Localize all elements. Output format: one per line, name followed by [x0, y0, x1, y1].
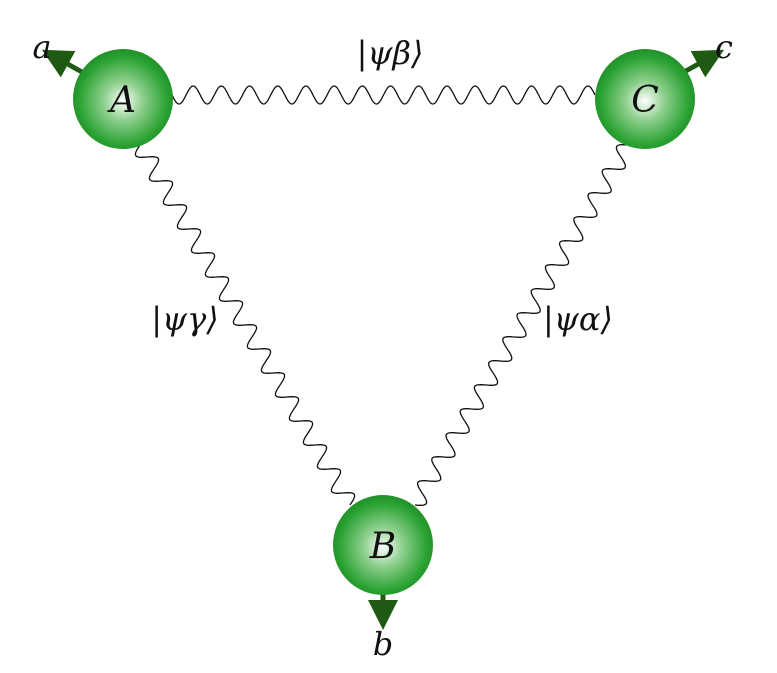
state-beta-label: |ψβ⟩: [357, 34, 424, 72]
node-b-label: B: [369, 526, 396, 567]
node-c-label: C: [631, 80, 659, 121]
wave-beta: [171, 85, 596, 105]
output-c-label: c: [715, 28, 733, 66]
node-a: [73, 49, 173, 149]
output-a-label: a: [32, 28, 51, 66]
node-a-label: A: [107, 80, 136, 121]
output-b-label: b: [373, 625, 393, 663]
output-arrow-c: [682, 49, 725, 78]
output-arrow-a: [41, 49, 84, 78]
node-b: [333, 495, 433, 595]
state-alpha-label: |ψα⟩: [543, 300, 613, 338]
wave-alpha: [414, 144, 629, 506]
node-c: [595, 49, 695, 149]
state-gamma-label: |ψγ⟩: [151, 300, 218, 338]
wave-gamma: [134, 144, 356, 506]
